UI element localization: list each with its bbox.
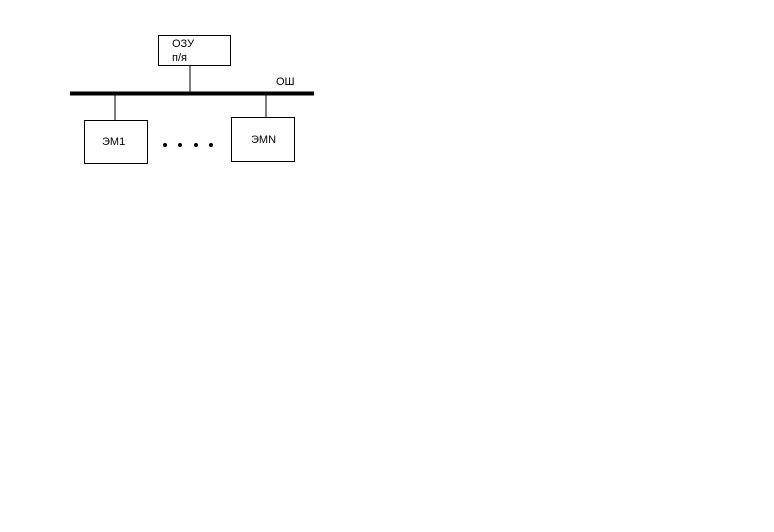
ellipsis-dot bbox=[194, 143, 198, 147]
memory-label-line1: ОЗУ bbox=[172, 38, 195, 50]
memory-label-line2: п/я bbox=[172, 52, 187, 64]
memory-block: ОЗУ п/я bbox=[158, 35, 231, 66]
ellipsis: • • • • bbox=[163, 143, 215, 149]
bus-label: ОШ bbox=[276, 76, 295, 88]
module-first-block: ЭМ1 bbox=[84, 120, 148, 164]
module-last-block: ЭМN bbox=[231, 117, 295, 162]
ellipsis-dot bbox=[209, 143, 213, 147]
ellipsis-dot bbox=[163, 143, 167, 147]
module-first-label: ЭМ1 bbox=[102, 136, 126, 148]
ellipsis-dot bbox=[178, 143, 182, 147]
module-last-label: ЭМN bbox=[251, 134, 277, 146]
